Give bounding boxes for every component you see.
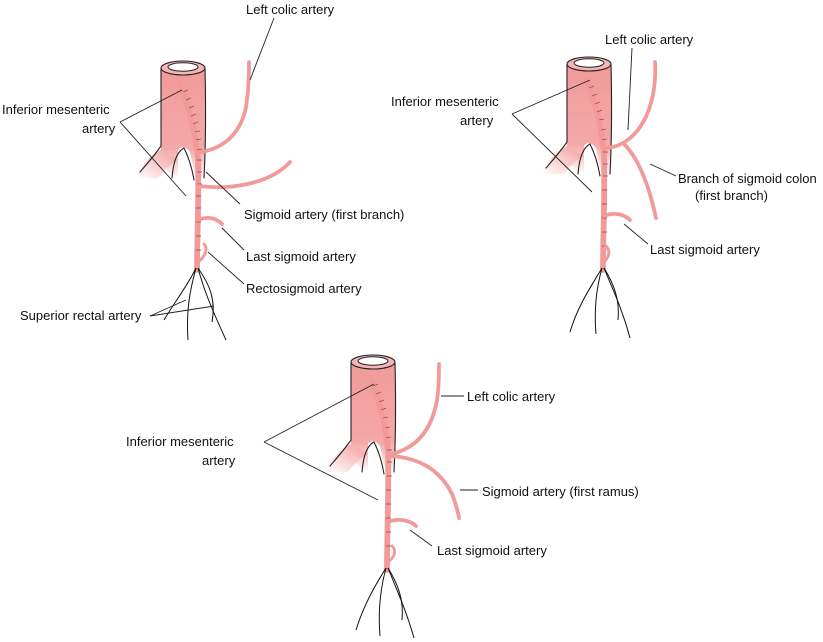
p3-left-colic-label: Left colic artery xyxy=(467,389,556,404)
p3-ima-label-line1: Inferior mesenteric xyxy=(126,434,234,449)
p3-ima-label-line2: artery xyxy=(202,453,236,468)
branch-of-sigmoid-colon-vessel xyxy=(622,142,658,220)
aorta-trunk xyxy=(542,56,613,177)
rectosigmoid-artery-vessel xyxy=(386,544,397,564)
p3-last-sigmoid-label: Last sigmoid artery xyxy=(437,543,547,558)
p1-ima-label-line2: artery xyxy=(82,121,116,136)
inferior-mesenteric-artery-vessel xyxy=(367,375,392,573)
inferior-mesenteric-artery-vessel xyxy=(177,82,203,273)
p2-branch-label-line1: Branch of sigmoid colon xyxy=(678,171,817,186)
p2-ima-label-line2: artery xyxy=(460,113,494,128)
ima-wall-ticks xyxy=(372,383,392,547)
p1-superior-rectal-label: Superior rectal artery xyxy=(20,308,142,323)
last-sigmoid-artery-vessel xyxy=(386,518,418,528)
p1-rectosigmoid-label: Rectosigmoid artery xyxy=(246,281,362,296)
superior-rectal-terminals xyxy=(355,567,415,639)
p2-branch-label-line2: (first branch) xyxy=(695,188,768,203)
panel-3-variant-pattern: Left colic artery Inferior mesenteric ar… xyxy=(126,354,639,639)
panel-2-variant-pattern: Left colic artery Inferior mesenteric ar… xyxy=(391,32,817,339)
p1-ima-label-line1: Inferior mesenteric xyxy=(2,102,110,117)
p2-last-sigmoid-label: Last sigmoid artery xyxy=(650,242,760,257)
p2-left-colic-label: Left colic artery xyxy=(605,32,694,47)
ima-wall-ticks xyxy=(182,89,203,251)
last-sigmoid-artery-vessel xyxy=(602,212,632,222)
superior-rectal-terminals xyxy=(163,267,227,341)
sigmoid-artery-first-ramus-vessel xyxy=(389,454,461,520)
p3-sigmoid-first-label: Sigmoid artery (first ramus) xyxy=(482,484,639,499)
left-colic-artery-vessel xyxy=(389,362,441,456)
panel-1-standard-pattern: Left colic artery Inferior mesenteric ar… xyxy=(2,2,404,341)
left-colic-artery-vessel xyxy=(199,60,251,154)
superior-rectal-terminals xyxy=(569,267,631,339)
aorta-trunk xyxy=(136,60,207,181)
p1-left-colic-label: Left colic artery xyxy=(246,2,335,17)
sigmoid-artery-first-branch-vessel xyxy=(197,160,292,190)
rectosigmoid-artery-vessel xyxy=(602,244,611,264)
inferior-mesenteric-artery-vessel xyxy=(583,77,608,273)
last-sigmoid-artery-vessel xyxy=(196,216,224,226)
p1-last-sigmoid-label: Last sigmoid artery xyxy=(246,249,356,264)
p1-sigmoid-first-label: Sigmoid artery (first branch) xyxy=(244,207,404,222)
p2-ima-label-line1: Inferior mesenteric xyxy=(391,94,499,109)
rectosigmoid-artery-vessel xyxy=(196,242,208,264)
